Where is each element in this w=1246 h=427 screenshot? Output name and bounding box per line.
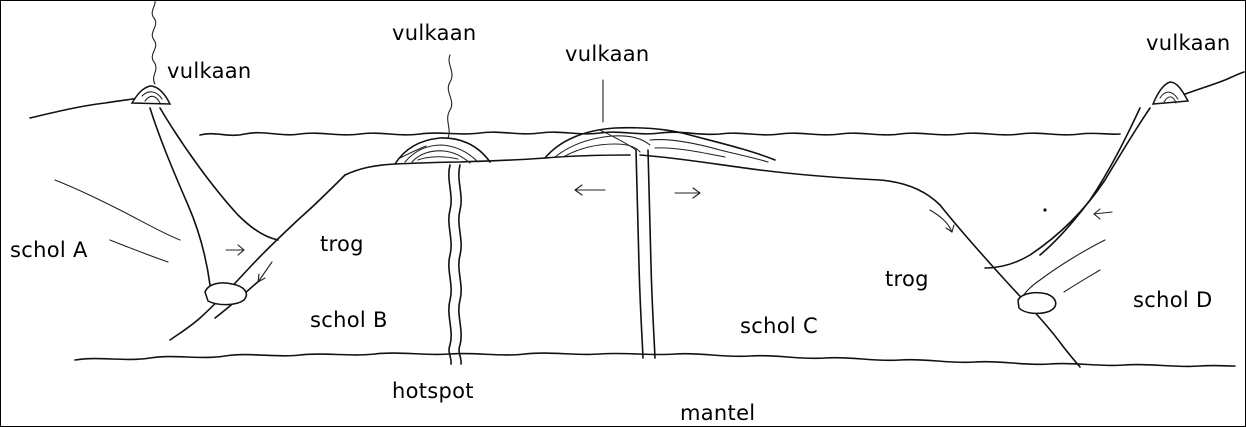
right-continent-surface	[1180, 72, 1244, 96]
plate-c-descent	[940, 205, 1080, 367]
left-melt-blob	[205, 283, 246, 305]
plate-a-label: schol A	[10, 240, 88, 261]
volcano-label-ridge: vulkaan	[565, 44, 650, 65]
trench-label-right: trog	[885, 269, 929, 290]
hotspot-plume-left	[449, 165, 451, 364]
volcano-label-left: vulkaan	[167, 61, 252, 82]
left-continent-surface	[30, 98, 138, 118]
mantle-boundary	[75, 353, 1235, 366]
trench-label-left: trog	[320, 234, 364, 255]
arrow-trench-right	[930, 210, 952, 232]
plate-c-label: schol C	[740, 316, 818, 337]
plate-d-label: schol D	[1133, 290, 1212, 311]
hotspot-label: hotspot	[392, 381, 474, 402]
right-continent-slope	[985, 108, 1150, 268]
left-volcano-smoke	[152, 1, 156, 84]
mantle-label: mantel	[680, 403, 755, 424]
sea-surface-line	[200, 132, 1120, 135]
arrow-trench-left	[258, 262, 272, 282]
ridge-upwelling-left	[636, 150, 643, 358]
plate-b-label: schol B	[310, 310, 388, 331]
ridge-upwelling-right	[648, 150, 655, 358]
volcano-label-right: vulkaan	[1146, 33, 1231, 54]
left-volcano-cone	[132, 86, 170, 104]
right-melt-blob	[1018, 293, 1056, 314]
volcano-label-hotspot: vulkaan	[392, 23, 477, 44]
oceanic-crust-right	[640, 155, 940, 205]
hotspot-plume-right	[459, 165, 461, 364]
hotspot-volcano-smoke	[448, 55, 452, 138]
